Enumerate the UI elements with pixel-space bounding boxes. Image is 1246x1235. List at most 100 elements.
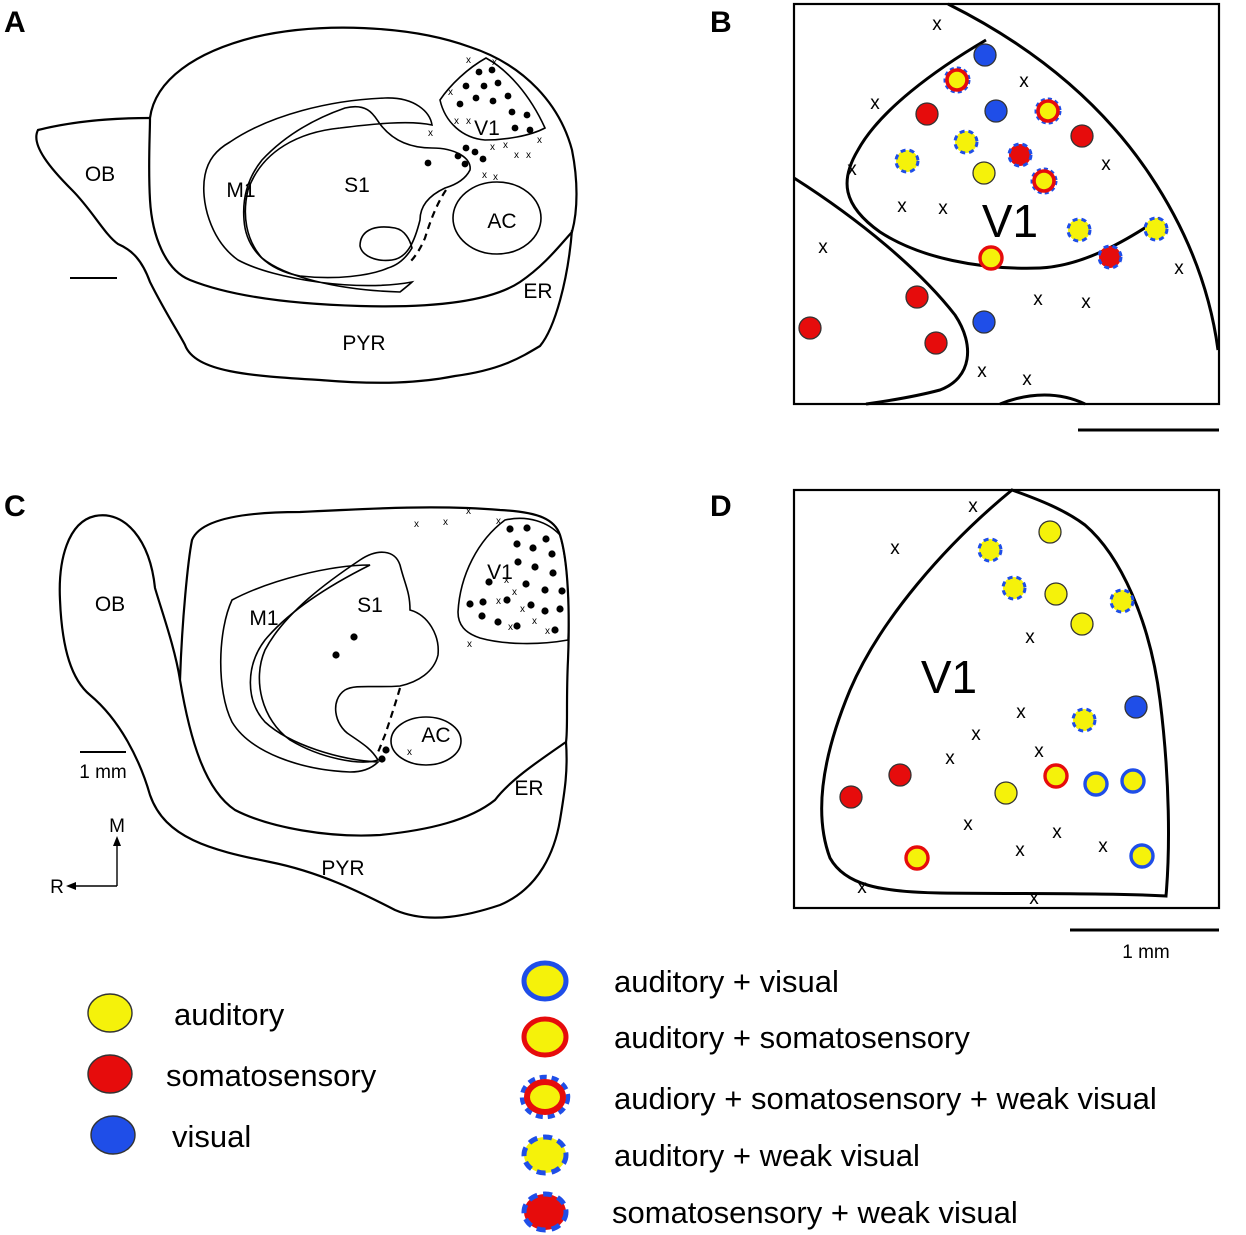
svg-text:x: x (971, 724, 981, 745)
legend-label-visual: visual (172, 1119, 251, 1154)
panel-c-cortex-outline (178, 506, 570, 837)
svg-text:x: x (492, 57, 497, 68)
panel-a-label-er: ER (523, 280, 552, 303)
panel-a-cortex-outline (148, 26, 578, 308)
panel-a-label-pyr: PYR (342, 332, 385, 355)
panel-c-label-s1: S1 (357, 594, 383, 617)
panel-c-v1-outline (457, 517, 570, 645)
panel-d-markers (839, 520, 1155, 871)
panel-a-label-m1: M1 (226, 179, 255, 202)
panel-c-ob-pyr-outline (58, 514, 568, 919)
legend-item-auditory-somatosensory: auditory + somatosensory (521, 1016, 970, 1058)
legend-item-visual: visual (90, 1115, 251, 1155)
svg-text:x: x (493, 172, 498, 183)
svg-text:x: x (847, 159, 857, 180)
svg-text:x: x (1015, 840, 1025, 861)
panel-c-ac-outline (390, 716, 462, 766)
panel-c-s1-outline (258, 551, 439, 763)
svg-text:x: x (428, 128, 433, 139)
svg-text:x: x (454, 116, 459, 127)
svg-text:x: x (1052, 822, 1062, 843)
svg-text:x: x (496, 516, 501, 527)
legend: auditory somatosensory visual auditory +… (87, 960, 1157, 1233)
svg-text:x: x (1025, 627, 1035, 648)
legend-label-auditory-visual: auditory + visual (614, 964, 839, 999)
legend-item-auditory-weak-visual: auditory + weak visual (521, 1134, 920, 1176)
svg-text:x: x (1016, 702, 1026, 723)
panel-a-ac-outline (452, 181, 542, 255)
panel-d-scale-label: 1 mm (1122, 942, 1170, 963)
panel-c-label-m1: M1 (249, 607, 278, 630)
legend-label-auditory-weak-visual: auditory + weak visual (614, 1138, 920, 1173)
svg-text:x: x (1098, 836, 1108, 857)
panel-d-frame (792, 488, 1221, 910)
panel-d-x-marks: x x x x x x x x x x x x x (857, 496, 1108, 909)
svg-text:x: x (520, 604, 525, 615)
panel-d: D 1 mm V1 x x x x x (710, 488, 1221, 963)
panel-c-label-v1: V1 (487, 561, 513, 584)
panel-a-label-ob: OB (85, 163, 115, 186)
svg-text:x: x (857, 877, 867, 898)
svg-text:x: x (1081, 292, 1091, 313)
svg-text:x: x (532, 616, 537, 627)
panel-letter-b: B (710, 6, 732, 39)
panel-b: B V1 x (710, 2, 1221, 432)
panel-a-label-ac: AC (487, 210, 516, 233)
svg-text:x: x (1101, 154, 1111, 175)
panel-c-label-ac: AC (421, 724, 450, 747)
svg-text:x: x (466, 506, 471, 517)
panel-b-bottom-arc (999, 393, 1086, 406)
legend-label-somatosensory: somatosensory (166, 1058, 377, 1093)
svg-text:x: x (526, 150, 531, 161)
svg-text:x: x (932, 14, 942, 35)
svg-text:x: x (443, 517, 448, 528)
svg-text:x: x (945, 748, 955, 769)
svg-text:x: x (1033, 289, 1043, 310)
panel-c-label-er: ER (514, 777, 543, 800)
svg-text:x: x (504, 575, 509, 586)
svg-text:x: x (938, 198, 948, 219)
svg-text:x: x (466, 116, 471, 127)
legend-item-auditory-somatosensory-weak-visual: audiory + somatosensory + weak visual (519, 1074, 1157, 1120)
panel-a-recording-dots (424, 66, 534, 168)
panel-c-m1-outline (219, 564, 380, 773)
legend-label-auditory-somatosensory: auditory + somatosensory (614, 1020, 970, 1055)
panel-a-s1-outline (242, 105, 471, 279)
orientation-label-medial: M (109, 816, 125, 837)
svg-text:x: x (545, 626, 550, 637)
legend-item-auditory: auditory (87, 993, 285, 1033)
panel-a-s1-ac-dashed-border (409, 189, 447, 263)
svg-text:x: x (870, 93, 880, 114)
panel-a-label-v1: V1 (474, 117, 500, 140)
panel-b-lower-border (793, 176, 969, 406)
svg-text:x: x (466, 55, 471, 66)
svg-text:x: x (503, 140, 508, 151)
panel-b-cortex-edge (947, 2, 1220, 351)
svg-text:x: x (1174, 258, 1184, 279)
panel-letter-a: A (4, 6, 26, 39)
panel-c: C 1 mm M R OB M1 S1 AC V1 ER PYR (4, 490, 570, 919)
legend-label-auditory: auditory (174, 997, 285, 1032)
svg-text:x: x (897, 196, 907, 217)
legend-label-auditory-somatosensory-weak-visual: audiory + somatosensory + weak visual (614, 1081, 1157, 1116)
svg-text:x: x (467, 639, 472, 650)
svg-text:x: x (508, 622, 513, 633)
legend-label-somatosensory-weak-visual: somatosensory + weak visual (612, 1195, 1018, 1230)
svg-text:x: x (977, 361, 987, 382)
panel-c-x-marks: x x x x x x x x x x x x x (407, 506, 550, 758)
svg-text:x: x (482, 170, 487, 181)
panel-b-x-marks: x x x x x x x x x x x x x (818, 14, 1184, 390)
panel-c-label-ob: OB (95, 593, 125, 616)
legend-item-auditory-visual: auditory + visual (521, 960, 839, 1002)
svg-text:x: x (890, 538, 900, 559)
svg-text:x: x (537, 135, 542, 146)
panel-a-label-s1: S1 (344, 174, 370, 197)
panel-b-v1-outline (845, 38, 1161, 270)
panel-b-frame (792, 2, 1221, 406)
panel-d-label-v1: V1 (921, 651, 977, 703)
orientation-label-rostral: R (50, 877, 64, 898)
legend-item-somatosensory-weak-visual: somatosensory + weak visual (521, 1191, 1018, 1233)
panel-d-v1-outline (820, 488, 1170, 898)
svg-text:x: x (414, 519, 419, 530)
